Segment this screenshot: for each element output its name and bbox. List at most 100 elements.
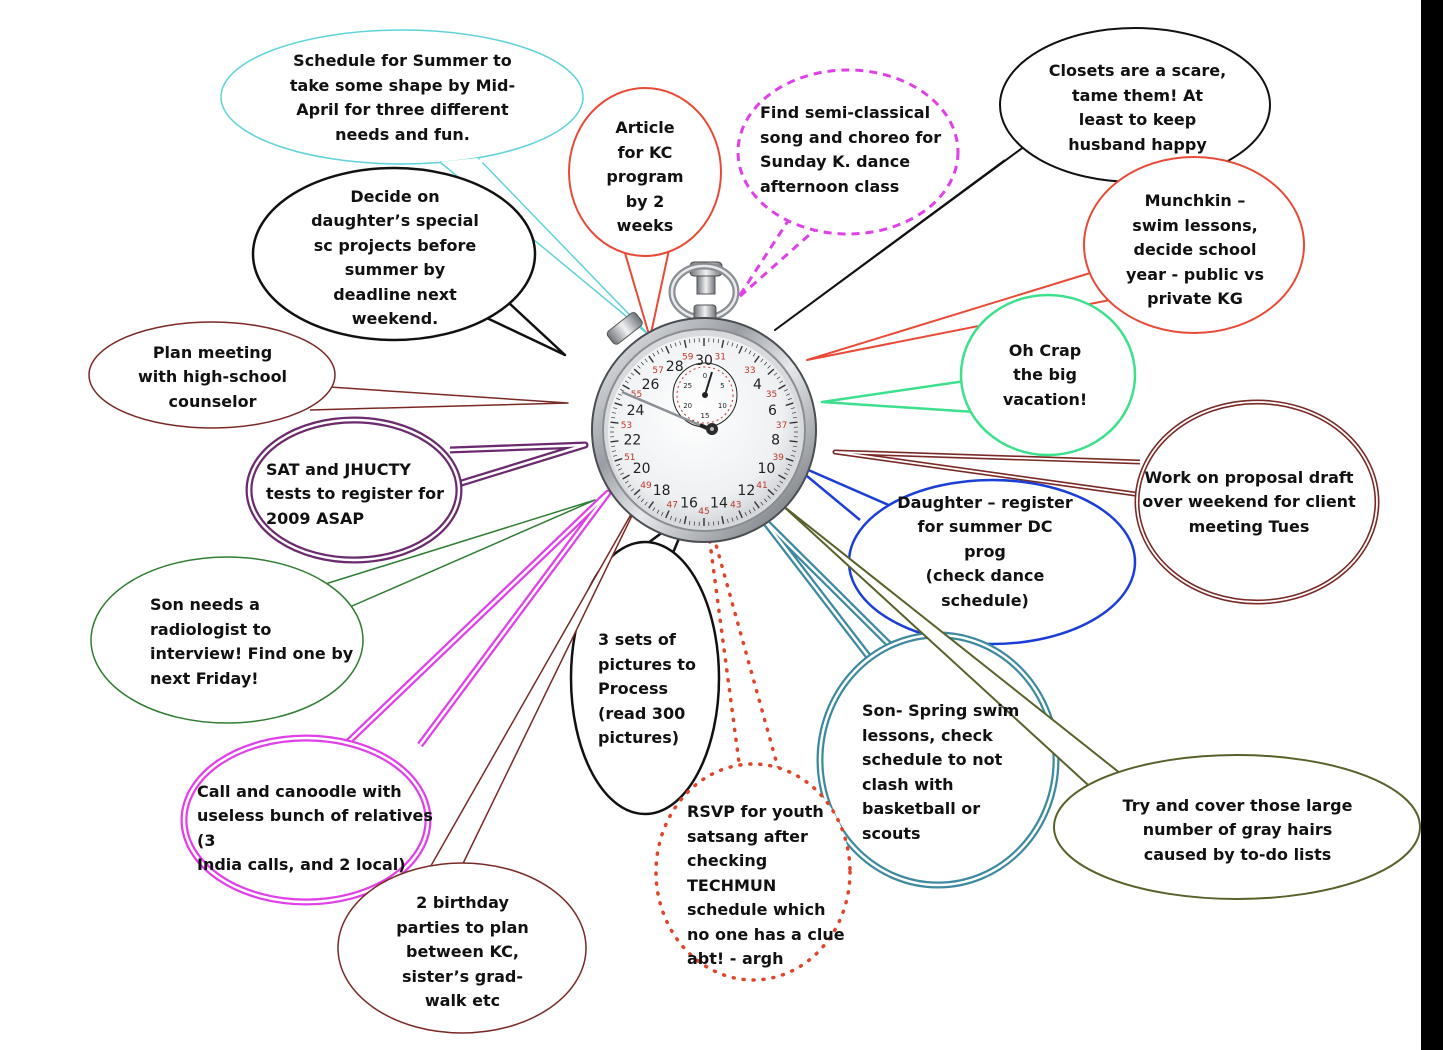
dial-number: 30 bbox=[695, 353, 713, 369]
dial-tick bbox=[752, 352, 756, 357]
dial-tick bbox=[622, 474, 630, 480]
dial-tick bbox=[790, 454, 795, 457]
dance-song-text: Find semi-classical song and choreo for … bbox=[760, 103, 942, 196]
dial-red-number: 49 bbox=[640, 481, 652, 491]
dial-tick bbox=[721, 515, 725, 525]
dial-tick bbox=[767, 365, 771, 369]
counselor-text: Plan meeting with high-school counselor bbox=[137, 342, 288, 411]
dial-tick bbox=[644, 501, 648, 506]
dial-tick bbox=[622, 384, 630, 390]
inner-dial-number: 20 bbox=[683, 402, 692, 410]
dial-number: 28 bbox=[666, 359, 684, 375]
dial-tick bbox=[648, 355, 655, 363]
dial-tick bbox=[661, 348, 664, 352]
dial-number: 4 bbox=[753, 377, 762, 393]
dial-number: 8 bbox=[771, 433, 780, 449]
dial-tick bbox=[644, 358, 648, 363]
inner-dial-number: 10 bbox=[718, 402, 727, 410]
stopwatch-image: 3046810121416182022242628313335373941434… bbox=[591, 261, 817, 543]
dial-tick bbox=[786, 468, 791, 471]
dial-number: 24 bbox=[627, 403, 645, 419]
dial-red-number: 35 bbox=[766, 390, 777, 400]
dial-tick bbox=[717, 520, 720, 525]
dial-tick bbox=[731, 517, 734, 522]
dial-tick bbox=[767, 489, 775, 496]
dial-tick bbox=[652, 352, 656, 357]
dial-tick bbox=[787, 463, 792, 467]
dial-tick bbox=[731, 342, 734, 347]
inner-dial-number: 25 bbox=[683, 382, 692, 390]
bubble-vacation bbox=[820, 293, 1137, 457]
dial-tick bbox=[611, 445, 616, 448]
dial-tick bbox=[652, 507, 656, 512]
inner-dial-number: 15 bbox=[701, 412, 710, 420]
dial-tick bbox=[773, 372, 778, 376]
bubble-proposal bbox=[832, 399, 1380, 605]
bubble-birthday bbox=[337, 494, 643, 1034]
dial-tick bbox=[614, 402, 623, 407]
bubble-relatives bbox=[180, 489, 612, 906]
summer-schedule-text: Schedule for Summer to take some shape b… bbox=[289, 51, 516, 144]
dial-tick bbox=[630, 488, 635, 492]
dial-tick bbox=[717, 339, 720, 344]
dial-red-number: 51 bbox=[624, 453, 635, 463]
inner-dial-number: 0 bbox=[703, 372, 707, 380]
dial-tick bbox=[674, 517, 677, 522]
dial-tick bbox=[617, 393, 622, 396]
dial-tick bbox=[679, 341, 682, 346]
dial-tick bbox=[661, 512, 664, 516]
bubble-closets bbox=[774, 27, 1271, 331]
dial-tick bbox=[630, 372, 635, 376]
munchkin-text: Munchkin – swim lessons, decide school y… bbox=[1125, 191, 1265, 309]
dial-tick bbox=[784, 472, 788, 475]
radiologist-text: Son needs a radiologist to interview! Fi… bbox=[150, 595, 354, 688]
dial-red-number: 47 bbox=[667, 500, 678, 510]
dial-tick bbox=[760, 358, 764, 363]
dial-red-number: 37 bbox=[776, 421, 787, 431]
dial-red-number: 31 bbox=[714, 353, 725, 363]
bubble-daughter-dc bbox=[788, 460, 1137, 646]
dial-tick bbox=[611, 450, 617, 452]
bubble-daughter-projects bbox=[251, 166, 567, 357]
dial-tick bbox=[789, 421, 798, 424]
bubble-counselor bbox=[88, 321, 569, 429]
dial-tick bbox=[640, 498, 645, 503]
dial-tick bbox=[763, 361, 768, 366]
dial-tick bbox=[610, 440, 619, 443]
dial-tick bbox=[776, 376, 781, 380]
dial-red-number: 59 bbox=[682, 353, 694, 363]
pictures-text: 3 sets of pictures to Process (read 300 … bbox=[598, 630, 696, 748]
dial-tick bbox=[637, 365, 641, 369]
dial-tick bbox=[624, 480, 629, 484]
dial-tick bbox=[753, 355, 760, 363]
dial-tick bbox=[669, 344, 673, 349]
dial-tick bbox=[610, 421, 619, 424]
dial-tick bbox=[627, 376, 632, 380]
dial-tick bbox=[674, 342, 677, 347]
dial-red-number: 57 bbox=[652, 366, 663, 376]
dial-red-number: 43 bbox=[730, 500, 741, 510]
dial-number: 26 bbox=[642, 377, 660, 393]
dial-tick bbox=[778, 384, 786, 390]
bubble-gray-hairs bbox=[781, 504, 1421, 900]
dial-number: 12 bbox=[737, 483, 755, 499]
dial-tick bbox=[616, 463, 621, 467]
rsvp-text: RSVP for youth satsang after checking TE… bbox=[687, 802, 845, 969]
dial-tick bbox=[792, 416, 797, 419]
dial-tick bbox=[640, 361, 645, 366]
dial-tick bbox=[738, 345, 743, 354]
dial-tick bbox=[613, 407, 618, 410]
dial-tick bbox=[785, 457, 794, 462]
dial-tick bbox=[748, 350, 752, 355]
dial-tick bbox=[688, 520, 691, 525]
bubble-sat bbox=[245, 416, 589, 564]
dial-number: 18 bbox=[653, 483, 671, 499]
dial-tick bbox=[683, 339, 687, 349]
inner-dial-number: 5 bbox=[720, 382, 724, 390]
dial-tick bbox=[778, 474, 786, 480]
gray-hairs-text: Try and cover those large number of gray… bbox=[1122, 795, 1353, 864]
dial-tick bbox=[753, 501, 760, 509]
dial-tick bbox=[789, 440, 798, 443]
dial-tick bbox=[790, 407, 795, 410]
relatives-text: Call and canoodle with useless bunch of … bbox=[197, 781, 433, 875]
